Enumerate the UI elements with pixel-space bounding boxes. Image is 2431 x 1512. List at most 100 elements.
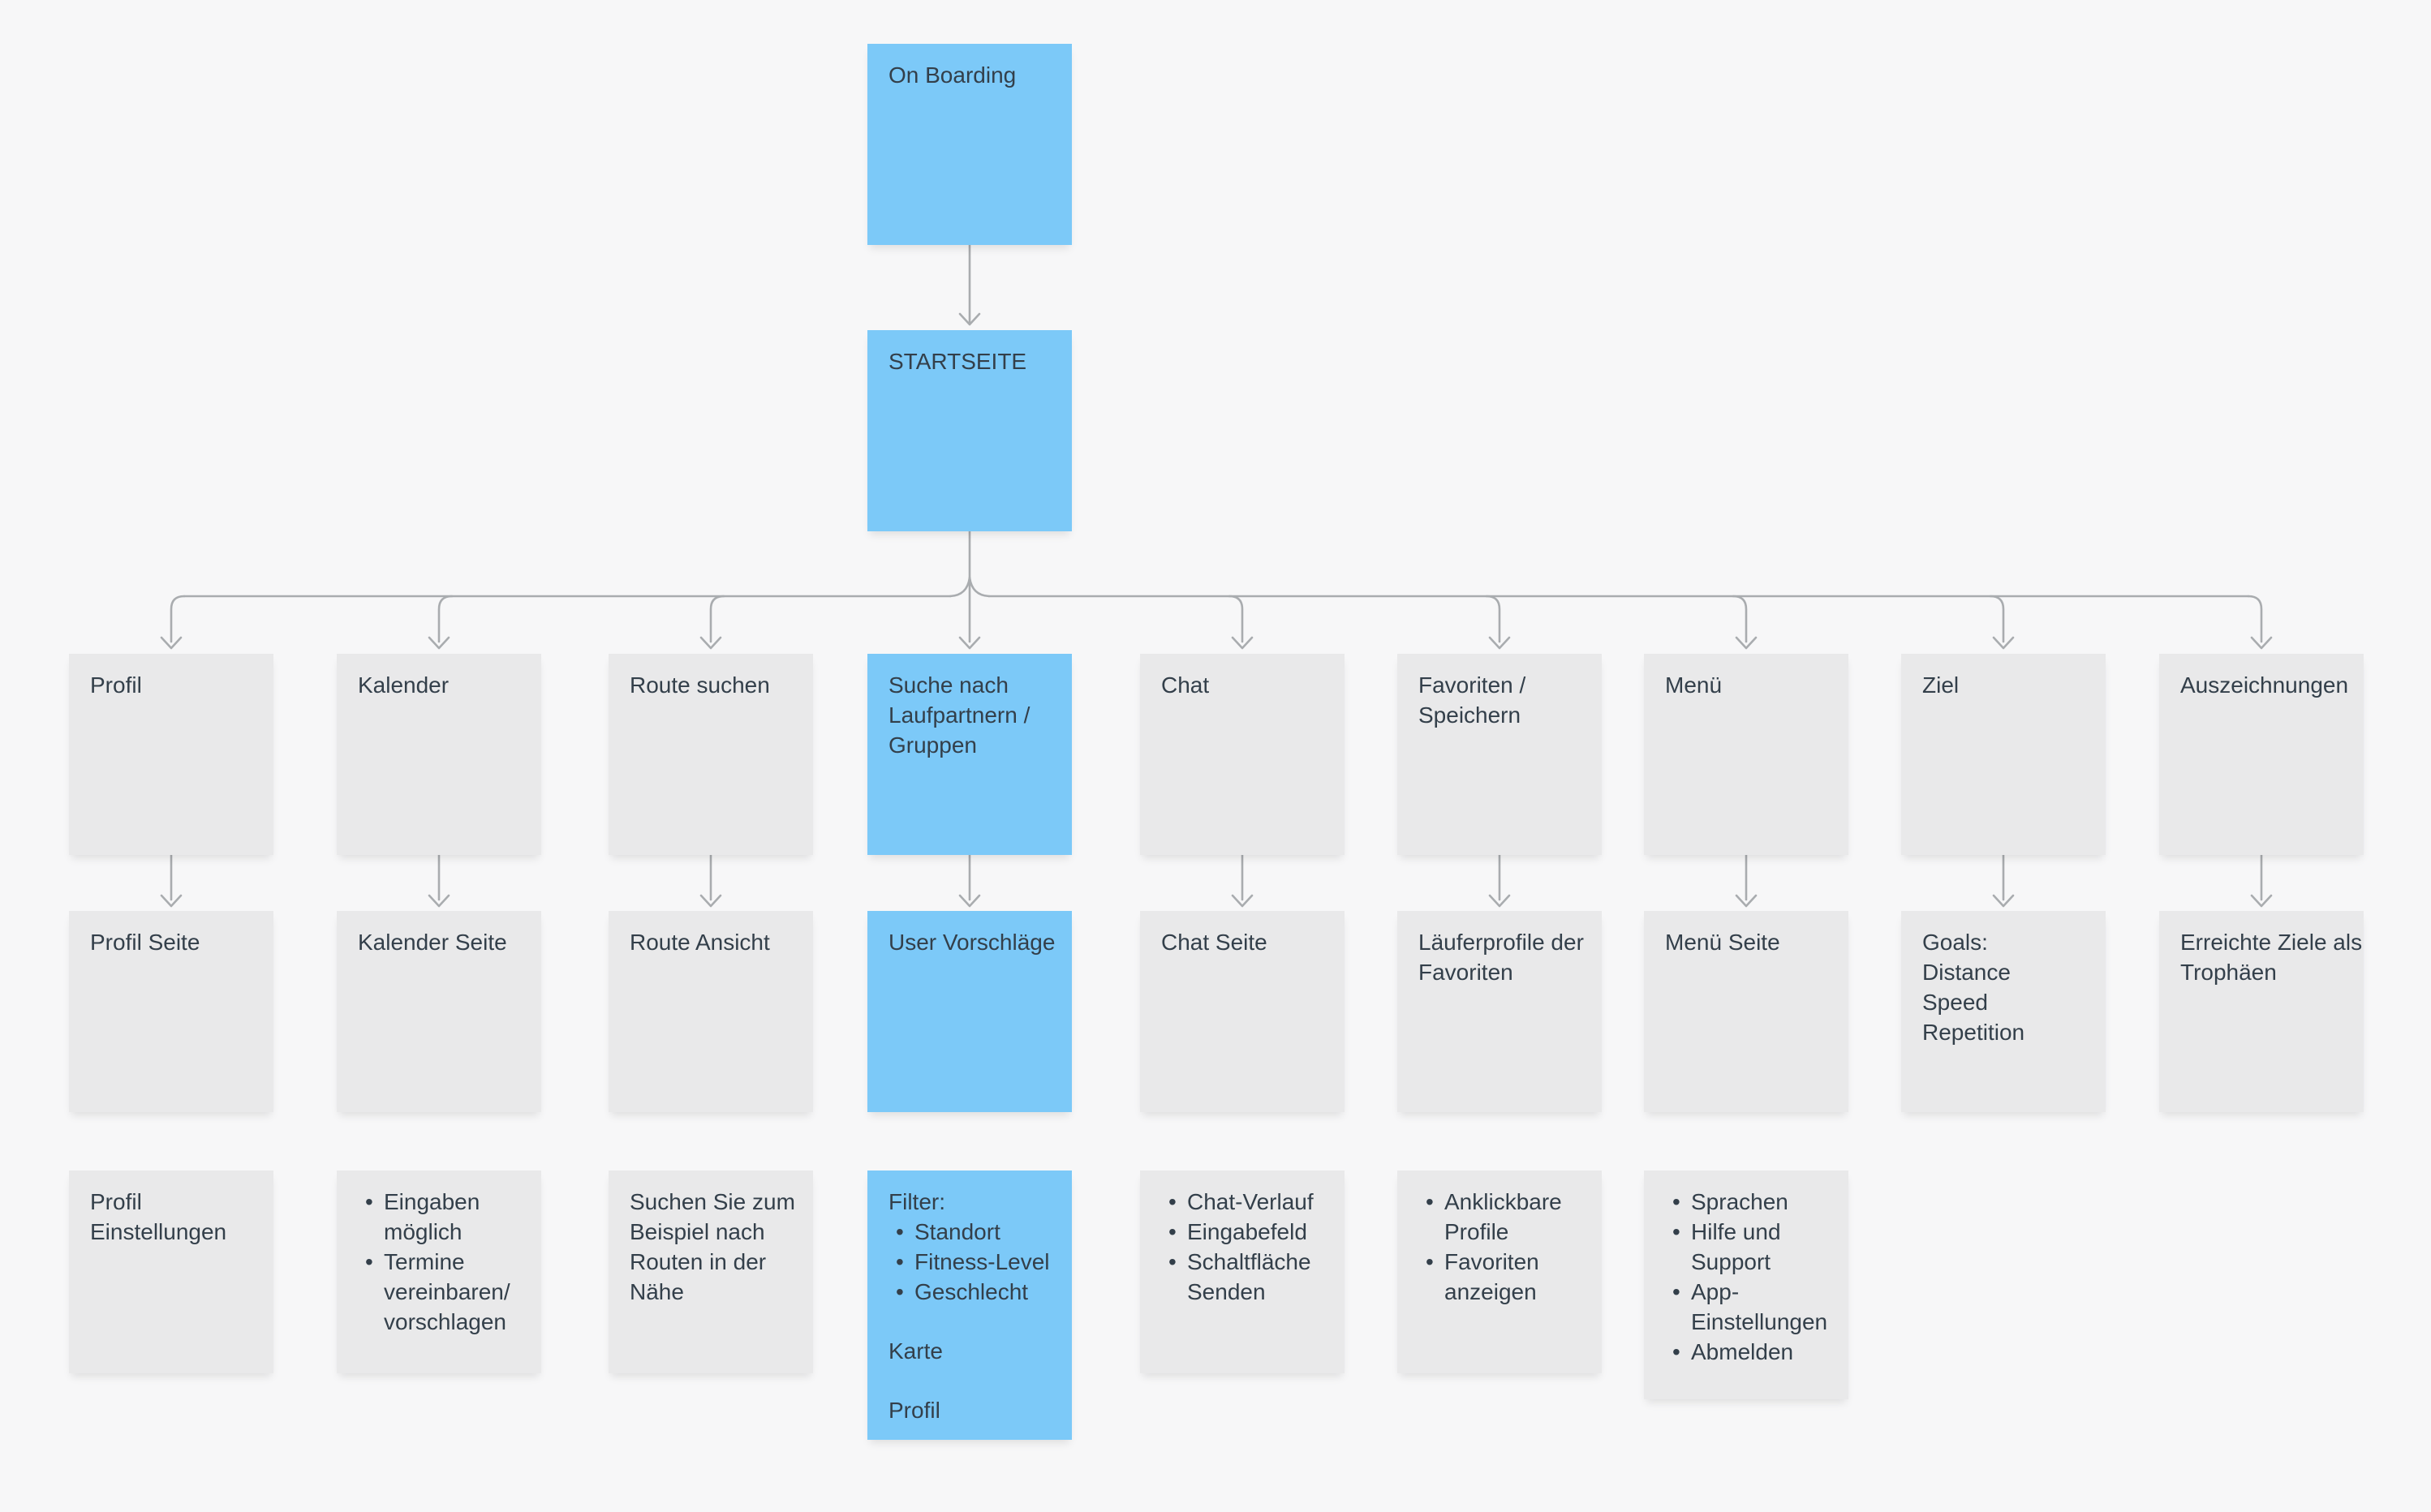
node-laufpartner-suche-detail[interactable]: Filter:StandortFitness-LevelGeschlechtKa…	[867, 1171, 1072, 1440]
node-text-line: Karte	[888, 1338, 943, 1364]
connector-branch-drop	[1485, 595, 1501, 643]
arrowhead-branch	[1992, 636, 2015, 650]
node-text-line: Laufpartnern /	[888, 702, 1030, 728]
node-kalender-page[interactable]: Kalender Seite	[337, 911, 541, 1112]
bullet-item: Favoriten anzeigen	[1418, 1247, 1581, 1307]
text-block: On Boarding	[888, 60, 1051, 90]
node-text-line: Suchen Sie zum	[630, 1189, 795, 1214]
node-text-line: Speichern	[1418, 702, 1521, 728]
node-profil-header[interactable]: Profil	[69, 654, 273, 855]
node-text-line: Ziel	[1922, 672, 1960, 698]
arrowhead-page	[1231, 894, 1254, 908]
node-kalender-detail[interactable]: EingabenmöglichTerminevereinbaren/vorsch…	[337, 1171, 541, 1373]
bullet-list: StandortFitness-LevelGeschlecht	[888, 1217, 1051, 1307]
node-text-line: Menü	[1665, 672, 1723, 698]
text-block: User Vorschläge	[888, 927, 1056, 957]
bullet-item: Sprachen	[1665, 1187, 1827, 1217]
node-menue-detail[interactable]: SprachenHilfe undSupportApp-Einstellunge…	[1644, 1171, 1848, 1399]
node-text-line: Abmelden	[1691, 1339, 1794, 1364]
node-chat-detail[interactable]: Chat-VerlaufEingabefeldSchaltflächeSende…	[1140, 1171, 1345, 1373]
node-text-line: Distance	[1922, 960, 2011, 985]
arrowhead-page	[1488, 894, 1511, 908]
bullet-item: Geschlecht	[888, 1277, 1051, 1307]
node-text-line: Profil Seite	[90, 930, 200, 955]
bullet-item: App-Einstellungen	[1665, 1277, 1827, 1337]
node-text-line: Nähe	[630, 1279, 684, 1304]
connector-branch-drop	[1732, 595, 1748, 643]
node-onboarding[interactable]: On Boarding	[867, 44, 1072, 245]
node-text-line: Favoriten	[1444, 1249, 1539, 1274]
node-route-suchen-header[interactable]: Route suchen	[609, 654, 813, 855]
node-text-line: Sprachen	[1691, 1189, 1788, 1214]
arrowhead-root	[958, 312, 981, 326]
node-text-line: Fitness-Level	[914, 1249, 1050, 1274]
text-block: Route Ansicht	[630, 927, 792, 957]
node-text-line: möglich	[384, 1219, 463, 1244]
connector-branch-drop	[709, 595, 725, 643]
node-text-line: User Vorschläge	[888, 930, 1056, 955]
arrowhead-page	[699, 894, 722, 908]
node-profil-page[interactable]: Profil Seite	[69, 911, 273, 1112]
node-text-line: Support	[1691, 1249, 1771, 1274]
node-text-line: Auszeichnungen	[2180, 672, 2349, 698]
node-text-line: Anklickbare	[1444, 1189, 1562, 1214]
bullet-item: Chat-Verlauf	[1161, 1187, 1323, 1217]
node-route-suchen-page[interactable]: Route Ansicht	[609, 911, 813, 1112]
node-startseite[interactable]: STARTSEITE	[867, 330, 1072, 531]
bullet-list: Chat-VerlaufEingabefeldSchaltflächeSende…	[1161, 1187, 1323, 1307]
node-text-line: Favoriten	[1418, 960, 1513, 985]
node-chat-page[interactable]: Chat Seite	[1140, 911, 1345, 1112]
bullet-item: Abmelden	[1665, 1337, 1827, 1367]
node-text-line: Routen in der	[630, 1249, 767, 1274]
node-kalender-header[interactable]: Kalender	[337, 654, 541, 855]
connector-bump-right	[968, 576, 991, 598]
node-text-line: Chat Seite	[1161, 930, 1267, 955]
node-text-line: Trophäen	[2180, 960, 2277, 985]
arrowhead-page	[958, 894, 981, 908]
node-laufpartner-suche-page[interactable]: User Vorschläge	[867, 911, 1072, 1112]
arrowhead-center	[958, 636, 981, 650]
connector-branch-drop	[170, 595, 186, 643]
text-block: Profil	[888, 1395, 1051, 1425]
node-ziel-header[interactable]: Ziel	[1901, 654, 2106, 855]
arrowhead-page	[1992, 894, 2015, 908]
bullet-item: Eingabefeld	[1161, 1217, 1323, 1247]
node-text-line: anzeigen	[1444, 1279, 1537, 1304]
text-block: Ziel	[1922, 670, 2085, 700]
connector-branch-drop	[1228, 595, 1244, 643]
node-chat-header[interactable]: Chat	[1140, 654, 1345, 855]
connector-bump-left	[949, 576, 971, 598]
node-auszeichnungen-header[interactable]: Auszeichnungen	[2159, 654, 2364, 855]
arrowhead-branch	[1488, 636, 1511, 650]
node-menue-page[interactable]: Menü Seite	[1644, 911, 1848, 1112]
node-text-line: Menü Seite	[1665, 930, 1780, 955]
node-menue-header[interactable]: Menü	[1644, 654, 1848, 855]
text-block: Menü Seite	[1665, 927, 1827, 957]
text-block: Route suchen	[630, 670, 792, 700]
node-favoriten-detail[interactable]: AnklickbareProfileFavoriten anzeigen	[1397, 1171, 1602, 1373]
node-text-line: Senden	[1187, 1279, 1266, 1304]
arrowhead-page	[160, 894, 183, 908]
node-text-line: Favoriten /	[1418, 672, 1526, 698]
arrowhead-branch	[699, 636, 722, 650]
node-text-line: Beispiel nach	[630, 1219, 765, 1244]
node-text-line: Termine	[384, 1249, 465, 1274]
node-favoriten-header[interactable]: Favoriten / Speichern	[1397, 654, 1602, 855]
bullet-item: Standort	[888, 1217, 1051, 1247]
arrowhead-page	[1735, 894, 1758, 908]
